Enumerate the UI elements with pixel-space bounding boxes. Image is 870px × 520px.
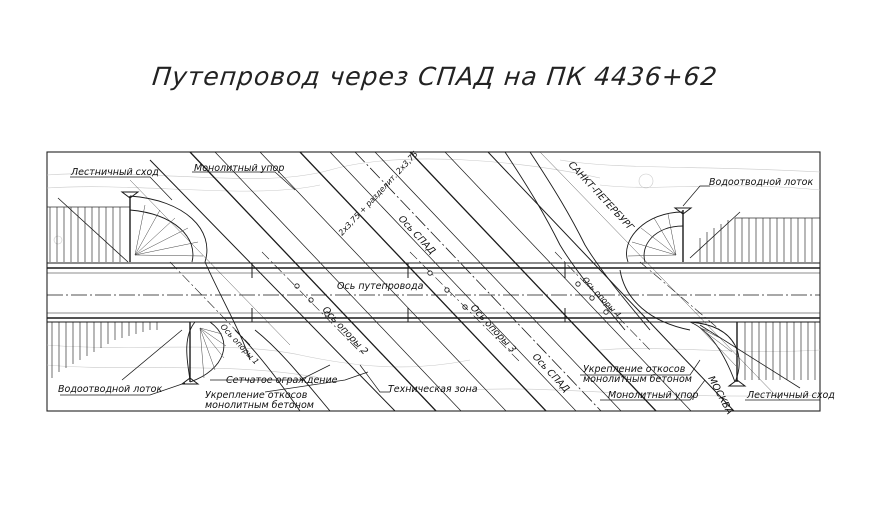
label-drain-tray-left: Водоотводной лоток [58,384,162,395]
label-slope-reinforce-left-1: Укрепление откосов [205,390,308,401]
drawing-frame [46,151,821,412]
deck-supports [251,263,566,322]
label-slope-reinforce-right-2: монолитным бетоном [583,374,692,385]
stair-fan-right-top [627,213,677,257]
slope-hatching-left-top [47,206,130,262]
label-st-petersburg: САНКТ-ПЕТЕРБУРГ [566,160,636,234]
label-tech-zone: Техническая зона [388,384,478,395]
label-axis-support-2: Ось опоры 2 [320,305,370,358]
spad-axis-line [354,152,602,411]
stair-fan-left-top [134,204,204,257]
terrain-contours [47,158,820,397]
support-axis-lines [169,251,721,363]
callout-leaders [60,171,820,401]
stair-fan-right-bottom [699,327,737,367]
stair-post-symbols [120,191,747,387]
spad-highway-lines [129,152,781,411]
slope-hatching-right-top [699,217,820,262]
label-moscow: МОСКВА [705,374,734,416]
label-stair-left: Лестничный сход [70,167,159,178]
stair-fan-left-bottom [199,327,227,379]
label-monolith-stop-bottom: Монолитный упор [608,390,698,401]
label-slope-reinforce-right-1: Укрепление откосов [583,364,686,375]
label-axis-spad-bottom: Ось СПАД [530,352,571,395]
label-drain-tray-right: Водоотводной лоток [709,177,813,188]
drawing-labels: Лестничный сход Монолитный упор Водоотво… [58,149,835,416]
slope-hatching-right-bottom [744,322,816,380]
side-ditches [234,152,651,411]
approach-diagonals [57,197,801,389]
label-stair-right: Лестничный сход [746,390,835,401]
label-axis-support-1: Ось опоры 1 [219,322,261,366]
staircase-left [129,195,251,383]
label-axis-spad-top: Ось СПАД [396,214,437,257]
label-monolith-stop-top: Монолитный упор [194,163,284,174]
staircase-right [619,210,740,383]
slope-hatching-left-bottom [51,322,158,378]
label-slope-reinforce-left-2: монолитным бетоном [205,400,314,411]
label-axis-overpass: Ось путепровода [337,281,424,292]
label-mesh-fence: Сетчатое ограждение [226,375,338,386]
label-axis-support-3: Ось опоры 3 [468,303,518,356]
